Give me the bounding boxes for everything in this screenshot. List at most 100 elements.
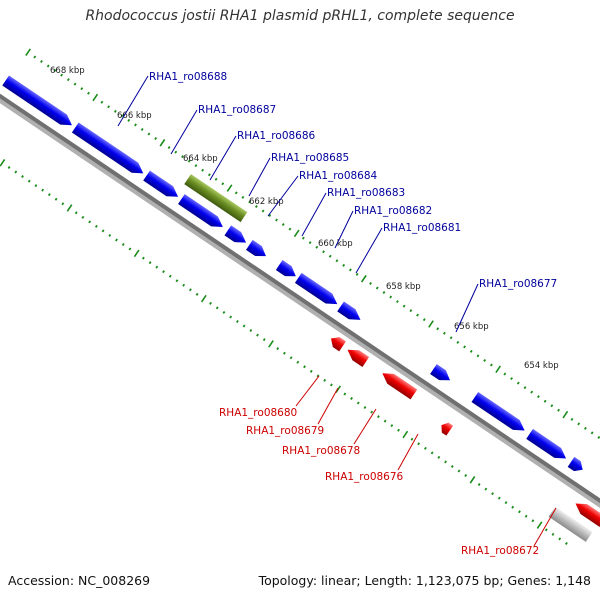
minor-tick bbox=[503, 372, 507, 376]
major-tick bbox=[360, 274, 367, 283]
minor-tick bbox=[27, 179, 31, 183]
minor-tick bbox=[268, 214, 272, 217]
minor-tick bbox=[316, 374, 320, 378]
forward-gene[interactable] bbox=[71, 122, 147, 178]
label-leader bbox=[397, 433, 419, 471]
highlighted-gene[interactable] bbox=[184, 174, 248, 223]
minor-tick bbox=[355, 272, 359, 276]
minor-tick bbox=[100, 100, 104, 104]
minor-tick bbox=[66, 78, 70, 82]
minor-tick bbox=[101, 229, 105, 233]
reverse-gene[interactable] bbox=[379, 368, 418, 400]
label-leader bbox=[295, 375, 320, 407]
forward-gene[interactable] bbox=[275, 260, 299, 281]
forward-gene[interactable] bbox=[2, 75, 75, 131]
minor-tick bbox=[329, 383, 333, 387]
topology-text: Topology: linear; Length: 1,123,075 bp; … bbox=[258, 573, 591, 588]
forward-gene[interactable] bbox=[246, 239, 269, 261]
tick-label: 656 kbp bbox=[454, 322, 489, 332]
label-leader bbox=[353, 408, 377, 445]
minor-tick bbox=[531, 519, 535, 523]
minor-tick bbox=[323, 378, 327, 382]
minor-tick bbox=[469, 349, 473, 353]
minor-tick bbox=[289, 356, 293, 360]
gene-label-ro08681[interactable]: RHA1_ro08681 bbox=[383, 222, 461, 234]
pseudo-gene[interactable] bbox=[548, 506, 593, 542]
forward-gene[interactable] bbox=[294, 272, 341, 309]
minor-tick bbox=[60, 73, 64, 77]
reverse-scale-ticks bbox=[0, 158, 568, 545]
minor-tick bbox=[397, 428, 400, 432]
minor-tick bbox=[476, 354, 480, 358]
reverse-gene[interactable] bbox=[572, 499, 600, 527]
minor-tick bbox=[175, 279, 179, 283]
gene-label-ro08672[interactable]: RHA1_ro08672 bbox=[461, 545, 539, 557]
minor-tick bbox=[107, 105, 111, 109]
minor-tick bbox=[449, 336, 453, 340]
minor-tick bbox=[382, 291, 386, 295]
minor-tick bbox=[88, 220, 92, 224]
minor-tick bbox=[54, 197, 58, 201]
major-tick bbox=[66, 204, 73, 212]
forward-gene[interactable] bbox=[471, 392, 528, 436]
forward-gene[interactable] bbox=[178, 194, 226, 232]
minor-tick bbox=[464, 474, 468, 477]
minor-tick bbox=[221, 182, 225, 186]
minor-tick bbox=[296, 360, 300, 364]
tick-label: 666 kbp bbox=[117, 111, 152, 121]
minor-tick bbox=[242, 324, 246, 328]
reverse-gene[interactable] bbox=[328, 334, 346, 352]
minor-tick bbox=[343, 392, 347, 396]
minor-tick bbox=[168, 274, 172, 278]
minor-tick bbox=[430, 451, 434, 455]
major-tick bbox=[402, 430, 409, 439]
forward-gene[interactable] bbox=[224, 225, 249, 247]
minor-tick bbox=[389, 295, 393, 299]
label-leader bbox=[301, 192, 327, 237]
tick-label: 658 kbp bbox=[386, 282, 421, 292]
tick-label: 662 kbp bbox=[249, 197, 284, 207]
minor-tick bbox=[463, 345, 466, 349]
forward-gene[interactable] bbox=[337, 301, 364, 324]
label-leader bbox=[170, 109, 198, 155]
minor-tick bbox=[127, 118, 131, 122]
gene-label-ro08679[interactable]: RHA1_ro08679 bbox=[246, 425, 324, 437]
forward-gene[interactable] bbox=[567, 456, 586, 475]
reverse-gene[interactable] bbox=[344, 345, 370, 367]
minor-tick bbox=[524, 514, 528, 518]
minor-tick bbox=[188, 288, 192, 292]
gene-label-ro08688[interactable]: RHA1_ro08688 bbox=[149, 71, 227, 83]
gene-label-ro08676[interactable]: RHA1_ro08676 bbox=[325, 471, 404, 483]
minor-tick bbox=[53, 69, 57, 73]
gene-label-ro08682[interactable]: RHA1_ro08682 bbox=[354, 205, 432, 217]
minor-tick bbox=[510, 377, 513, 381]
reverse-gene[interactable] bbox=[438, 420, 454, 436]
minor-tick bbox=[154, 137, 158, 140]
minor-tick bbox=[113, 109, 117, 113]
minor-tick bbox=[94, 224, 98, 228]
minor-tick bbox=[140, 127, 144, 131]
minor-tick bbox=[128, 247, 132, 251]
gene-label-ro08678[interactable]: RHA1_ro08678 bbox=[282, 445, 360, 457]
gene-label-ro08680[interactable]: RHA1_ro08680 bbox=[219, 407, 297, 419]
minor-tick bbox=[483, 358, 487, 362]
minor-tick bbox=[456, 340, 460, 344]
backbone bbox=[0, 88, 600, 506]
minor-tick bbox=[489, 363, 493, 367]
gene-label-ro08685[interactable]: RHA1_ro08685 bbox=[271, 152, 349, 164]
major-tick bbox=[536, 521, 543, 529]
forward-gene[interactable] bbox=[526, 428, 569, 464]
forward-gene[interactable] bbox=[143, 170, 181, 202]
gene-label-ro08677[interactable]: RHA1_ro08677 bbox=[479, 278, 557, 290]
minor-tick bbox=[115, 238, 118, 242]
major-tick bbox=[0, 158, 6, 167]
gene-label-ro08687[interactable]: RHA1_ro08687 bbox=[198, 104, 276, 116]
gene-label-ro08686[interactable]: RHA1_ro08686 bbox=[237, 130, 316, 142]
major-tick bbox=[159, 139, 166, 147]
forward-gene-labels: RHA1_ro08688 RHA1_ro08687 RHA1_ro08686 R… bbox=[117, 71, 557, 333]
gene-label-ro08683[interactable]: RHA1_ro08683 bbox=[327, 187, 405, 199]
major-tick bbox=[268, 340, 274, 348]
minor-tick bbox=[369, 281, 372, 285]
forward-gene[interactable] bbox=[430, 364, 453, 385]
gene-label-ro08684[interactable]: RHA1_ro08684 bbox=[299, 170, 378, 182]
